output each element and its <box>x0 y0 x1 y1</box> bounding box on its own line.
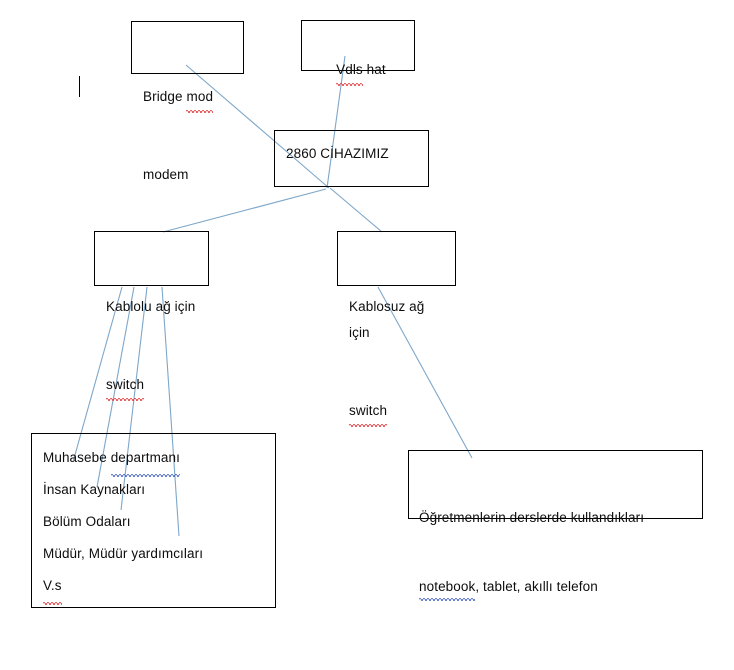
node-wired-switch-line1: Kablolu ağ için <box>106 299 196 314</box>
node-teacher-devices[interactable]: Öğretmenlerin derslerde kullandıkları no… <box>408 450 703 601</box>
department-item-text: Muhasebe <box>43 450 111 465</box>
node-bridge-modem-text: Bridge mod modem <box>143 32 232 240</box>
department-item-flagged-word: V.s <box>43 570 62 605</box>
node-wireless-switch-line2: switch <box>349 398 444 427</box>
node-teacher-devices-text: Öğretmenlerin derslerde kullandıkları no… <box>419 460 691 644</box>
bridge-modem-word-bridge: Bridge <box>143 89 187 104</box>
department-item-flagged-word: departmanı <box>110 442 181 477</box>
wireless-switch-misspelled-switch: switch <box>349 398 388 427</box>
text-caret <box>79 76 80 97</box>
node-wireless-switch-text: Kablosuz ağ için switch <box>349 242 444 476</box>
node-device-2860[interactable]: 2860 CİHAZIMIZ <box>274 130 429 187</box>
department-item: Bölüm Odaları <box>43 506 264 538</box>
node-teacher-devices-line2: notebook, tablet, akıllı telefon <box>419 575 691 601</box>
node-teacher-devices-line1: Öğretmenlerin derslerde kullandıkları <box>419 510 645 525</box>
department-item: V.s <box>43 570 264 605</box>
node-wired-switch-text: Kablolu ağ için switch <box>106 242 197 450</box>
node-bridge-modem-line1: Bridge mod <box>143 84 232 113</box>
vdsl-hat-misspelled-vdls: Vdls <box>336 57 363 86</box>
connector-2860-to-wireless-switch <box>329 187 383 233</box>
department-item-text: Bölüm Odaları <box>43 514 131 529</box>
wired-switch-misspelled-switch: switch <box>106 372 145 401</box>
node-wireless-switch[interactable]: Kablosuz ağ için switch <box>337 231 456 427</box>
node-wireless-switch-line1: Kablosuz ağ için <box>349 299 429 340</box>
node-vdsl-hat[interactable]: Vdls hat <box>301 20 415 86</box>
node-bridge-modem[interactable]: Bridge mod modem <box>131 21 244 182</box>
department-item-text: İnsan Kaynakları <box>43 482 146 497</box>
vdsl-hat-rest: hat <box>362 62 386 77</box>
department-item-text: Müdür, Müdür yardımcıları <box>43 546 204 561</box>
node-vdsl-hat-text: Vdls hat <box>313 31 403 109</box>
bridge-modem-misspelled-mod: mod <box>186 84 213 113</box>
department-item: Muhasebe departmanı <box>43 442 264 477</box>
department-item: İnsan Kaynakları <box>43 474 264 506</box>
teacher-devices-flagged-notebook: notebook <box>419 575 476 601</box>
node-wired-switch-line2: switch <box>106 372 197 401</box>
node-device-2860-label: 2860 CİHAZIMIZ <box>286 146 389 161</box>
teacher-devices-line2-rest: , tablet, akıllı telefon <box>475 579 598 594</box>
node-wired-switch[interactable]: Kablolu ağ için switch <box>94 231 209 401</box>
node-bridge-modem-line2: modem <box>143 167 189 182</box>
department-item: Müdür, Müdür yardımcıları <box>43 538 264 570</box>
